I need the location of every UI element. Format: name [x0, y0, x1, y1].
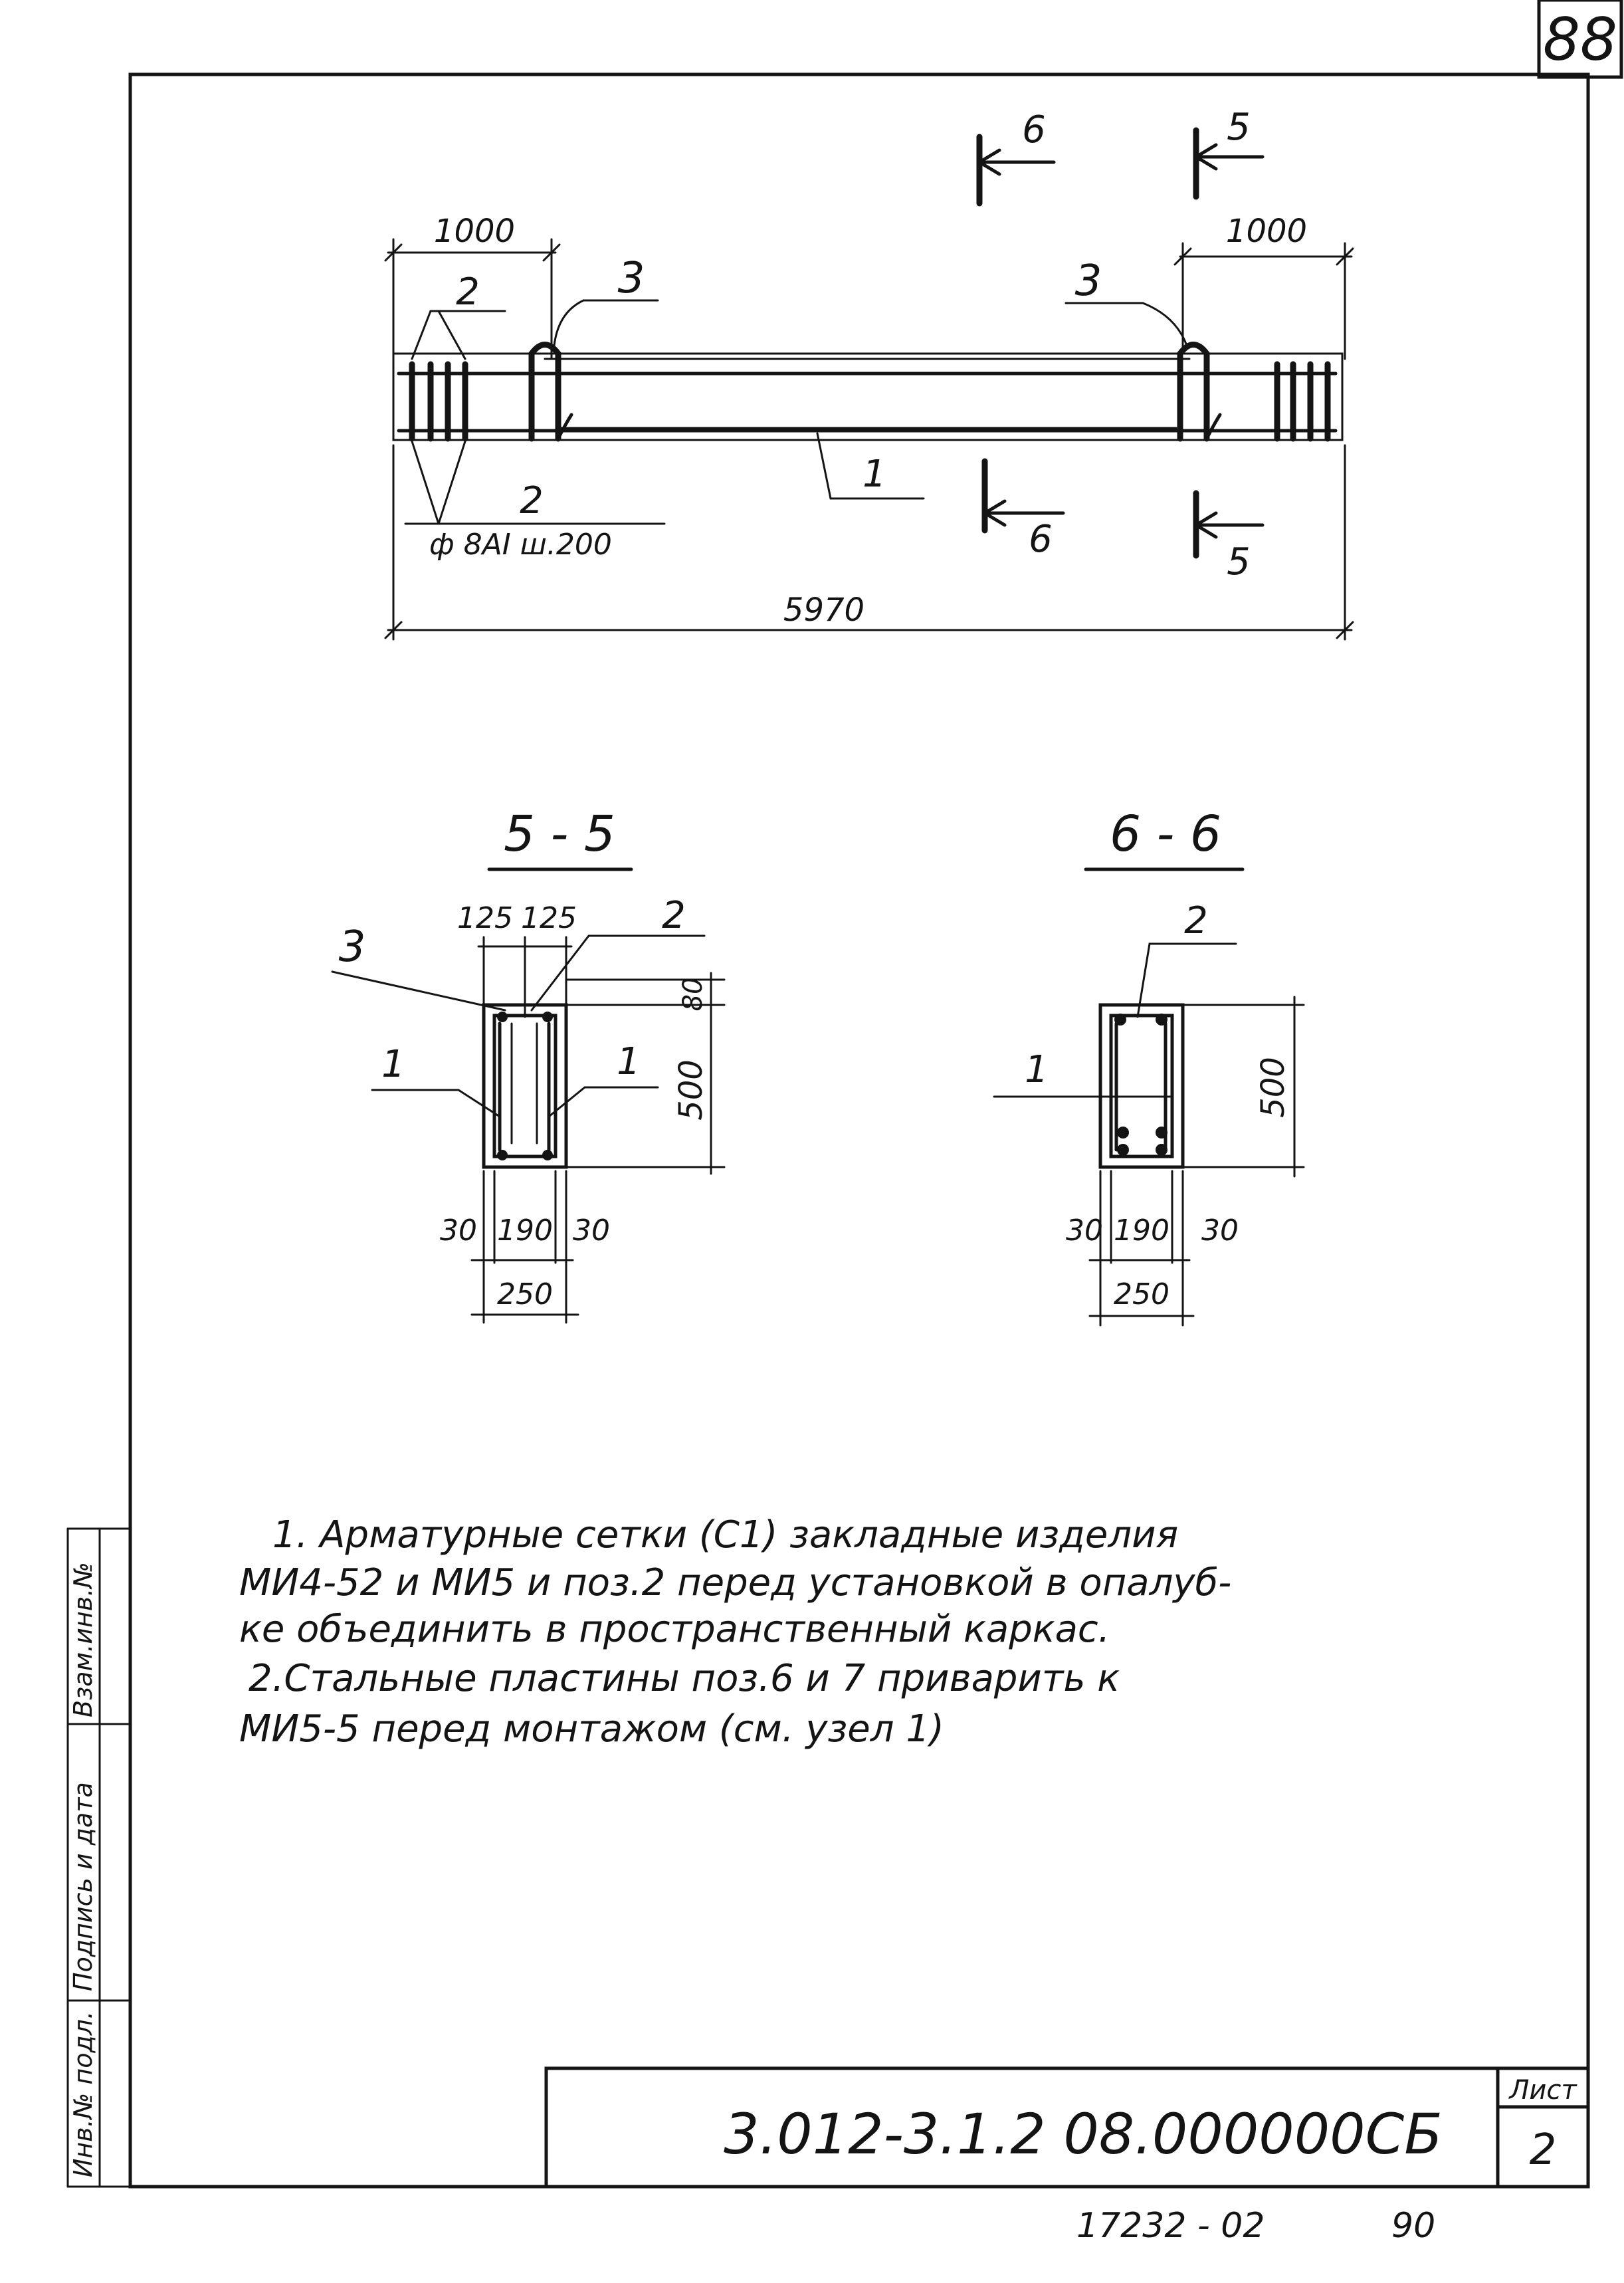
svg-text:5: 5: [1227, 106, 1251, 149]
stamp-replace-inv: Взам.инв.№: [68, 1562, 98, 1717]
pos-3-left: 3: [618, 254, 645, 303]
left-hook: [528, 342, 561, 442]
beam-outline: [392, 352, 1344, 441]
dim-1000-left: 1000: [434, 213, 515, 250]
svg-text:5: 5: [1227, 540, 1251, 584]
svg-text:2: 2: [662, 894, 686, 937]
note-line-1: 1. Арматурные сетки (С1) закладные издел…: [272, 1513, 1178, 1557]
sheet-number: 2: [1530, 2125, 1557, 2175]
svg-text:30: 30: [1066, 1214, 1103, 1248]
svg-text:30: 30: [440, 1214, 477, 1248]
pos-2-bottom: 2: [520, 479, 544, 522]
archive-number: 17232 - 02: [1076, 2206, 1265, 2246]
svg-text:3: 3: [339, 923, 366, 972]
section-5-5-title: 5 - 5: [504, 806, 615, 863]
right-stirrups: [1274, 361, 1331, 442]
pos-1: 1: [863, 453, 886, 496]
note-line-5: МИ5-5 перед монтажом (см. узел 1): [239, 1707, 944, 1751]
svg-text:250: 250: [1114, 1277, 1169, 1311]
section-6-6-outline: [1098, 1003, 1185, 1169]
footer-page: 90: [1391, 2206, 1435, 2246]
svg-text:30: 30: [573, 1214, 610, 1248]
stamp-signature-date: Подпись и дата: [68, 1782, 98, 1991]
corner-mark-text: 88: [1543, 5, 1617, 74]
stamp-inv-no: Инв.№ подл.: [68, 2011, 98, 2177]
side-stamp: Инв.№ подл. Подпись и дата Взам.инв.№: [66, 1527, 132, 2188]
notes-block: 1. Арматурные сетки (С1) закладные издел…: [239, 1513, 1231, 1751]
cut-marker-5-bottom: 5: [1193, 490, 1265, 584]
svg-text:125: 125: [521, 901, 577, 935]
pos-2-top: 2: [456, 271, 480, 314]
title-block: 3.012-3.1.2 08.000000СБ Лист 2: [544, 2066, 1590, 2189]
section-5-5-outline: [482, 1003, 568, 1169]
svg-text:2: 2: [1184, 899, 1208, 942]
corner-mark: 88: [1537, 0, 1623, 79]
cut-marker-6-top: 6: [976, 108, 1056, 207]
svg-text:6: 6: [1029, 518, 1053, 561]
svg-text:190: 190: [497, 1214, 553, 1248]
beam-elevation: 1000 1000 5970 2 3 3 1 2 ф 8AI ш.200: [384, 106, 1354, 641]
dim-1000-right: 1000: [1226, 213, 1307, 250]
svg-text:190: 190: [1114, 1214, 1169, 1248]
svg-text:1: 1: [617, 1040, 641, 1083]
svg-text:250: 250: [497, 1277, 553, 1311]
left-stirrups: [409, 361, 468, 442]
note-line-4: 2.Стальные пластины поз.6 и 7 приварить …: [249, 1657, 1120, 1700]
pos-3-right: 3: [1075, 257, 1102, 306]
cut-marker-5-top: 5: [1193, 106, 1265, 200]
note-line-3: ке объединить в пространственный каркас.: [239, 1608, 1110, 1651]
rebar-spec: ф 8AI ш.200: [429, 528, 612, 562]
section-6-6: 6 - 6 500 30 190 30 250 2 1: [993, 806, 1305, 1327]
cut-marker-6-bottom: 6: [981, 458, 1065, 561]
svg-text:30: 30: [1201, 1214, 1239, 1248]
document-code: 3.012-3.1.2 08.000000СБ: [724, 2102, 1443, 2167]
note-line-2: МИ4-52 и МИ5 и поз.2 перед установкой в …: [239, 1561, 1231, 1604]
svg-text:80: 80: [678, 978, 708, 1012]
svg-text:1: 1: [1025, 1048, 1049, 1091]
svg-text:500: 500: [672, 1059, 710, 1121]
dim-5970: 5970: [783, 592, 864, 629]
svg-text:6: 6: [1022, 108, 1046, 152]
section-5-5: 5 - 5 125 125 80 500 30 190: [331, 806, 726, 1324]
drawing-frame: [128, 72, 1590, 2189]
svg-text:125: 125: [457, 901, 513, 935]
sheet-label: Лист: [1508, 2075, 1577, 2106]
svg-text:500: 500: [1255, 1057, 1292, 1118]
svg-text:1: 1: [381, 1043, 405, 1086]
section-6-6-title: 6 - 6: [1110, 806, 1221, 863]
right-hook: [1177, 342, 1210, 442]
